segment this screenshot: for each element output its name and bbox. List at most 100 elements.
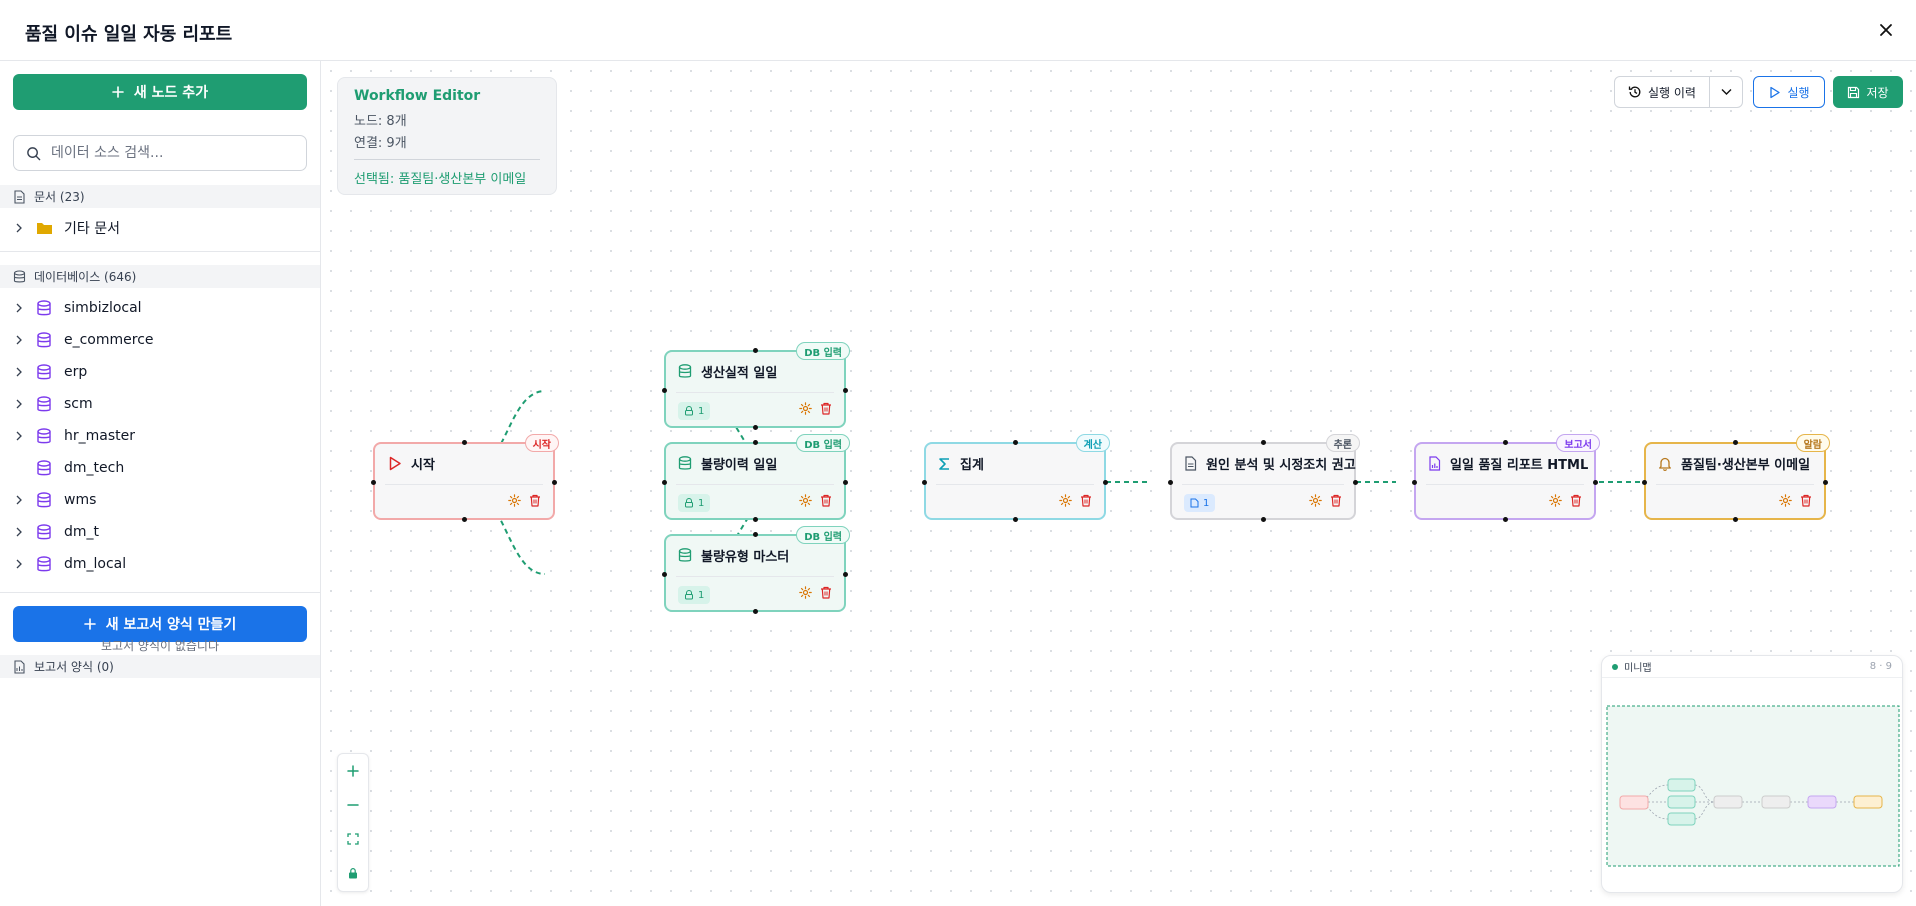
history-button[interactable]: 실행 이력 [1614,76,1710,108]
chevron-right-icon[interactable] [12,399,26,409]
new-report-button[interactable]: 새 보고서 양식 만들기 [13,606,307,642]
trash-icon[interactable] [1330,494,1342,507]
minimap-view [1606,705,1900,867]
input-handle[interactable] [1412,480,1417,485]
chevron-right-icon[interactable] [12,367,26,377]
top-handle[interactable] [753,348,758,353]
chevron-right-icon[interactable] [12,527,26,537]
input-handle[interactable] [922,480,927,485]
output-handle[interactable] [1593,480,1598,485]
zoom-out-button[interactable] [338,788,368,822]
top-handle[interactable] [1261,440,1266,445]
output-handle[interactable] [843,480,848,485]
minimap-count: 8 · 9 [1869,661,1892,672]
input-handle[interactable] [371,480,376,485]
search-box[interactable] [13,135,307,171]
node-label: 일일 품질 리포트 HTML [1450,458,1589,473]
input-handle[interactable] [662,388,667,393]
database-item-scm[interactable]: scm [0,389,320,419]
fit-view-button[interactable] [338,822,368,856]
settings-icon[interactable] [1059,494,1072,507]
save-button[interactable]: 저장 [1833,76,1903,108]
database-item-e_commerce[interactable]: e_commerce [0,325,320,355]
output-handle[interactable] [1353,480,1358,485]
zoom-in-button[interactable] [338,754,368,788]
bottom-handle[interactable] [1503,517,1508,522]
trash-icon[interactable] [820,494,832,507]
chevron-right-icon[interactable] [12,223,26,233]
chevron-right-icon[interactable] [12,431,26,441]
bottom-handle[interactable] [753,609,758,614]
database-item-wms[interactable]: wms [0,485,320,515]
bottom-handle[interactable] [1733,517,1738,522]
search-input[interactable] [51,145,291,161]
database-item-simbizlocal[interactable]: simbizlocal [0,293,320,323]
minimap[interactable]: 미니맵 8 · 9 [1601,655,1903,893]
trash-icon[interactable] [529,494,541,507]
lock-button[interactable] [338,856,368,890]
bottom-handle[interactable] [1013,517,1018,522]
output-handle[interactable] [552,480,557,485]
chevron-right-icon[interactable] [12,303,26,313]
top-handle[interactable] [1733,440,1738,445]
bottom-handle[interactable] [462,517,467,522]
settings-icon[interactable] [1309,494,1322,507]
database-label: dm_local [64,556,127,572]
settings-icon[interactable] [1549,494,1562,507]
top-handle[interactable] [462,440,467,445]
settings-icon[interactable] [799,494,812,507]
database-item-dm_local[interactable]: dm_local [0,549,320,579]
history-dropdown-button[interactable] [1710,76,1743,108]
trash-icon[interactable] [1570,494,1582,507]
node-header: 집계 [938,454,984,473]
top-handle[interactable] [753,440,758,445]
add-node-button[interactable]: 새 노드 추가 [13,74,307,110]
database-item-dm_tech[interactable]: dm_tech [0,453,320,483]
top-handle[interactable] [1013,440,1018,445]
node-divider [1656,484,1814,485]
chevron-right-icon[interactable] [12,495,26,505]
chevron-right-icon[interactable] [12,335,26,345]
workflow-canvas[interactable]: Workflow Editor 노드: 8개 연결: 9개 선택됨: 품질팀·생… [321,61,1916,906]
chevron-right-icon[interactable] [12,559,26,569]
settings-icon[interactable] [799,586,812,599]
settings-icon[interactable] [508,494,521,507]
input-handle[interactable] [1168,480,1173,485]
database-item-dm_t[interactable]: dm_t [0,517,320,547]
bottom-handle[interactable] [753,425,758,430]
top-handle[interactable] [1503,440,1508,445]
info-divider [354,159,540,160]
input-handle[interactable] [662,480,667,485]
bottom-handle[interactable] [1261,517,1266,522]
output-handle[interactable] [843,388,848,393]
bottom-handle[interactable] [753,517,758,522]
input-handle[interactable] [662,572,667,577]
folder-item[interactable]: 기타 문서 [0,213,320,243]
trash-icon[interactable] [820,586,832,599]
trash-icon[interactable] [1800,494,1812,507]
bell-icon [1658,456,1672,471]
output-handle[interactable] [1823,480,1828,485]
database-item-hr_master[interactable]: hr_master [0,421,320,451]
output-handle[interactable] [1103,480,1108,485]
database-item-erp[interactable]: erp [0,357,320,387]
trash-icon[interactable] [1080,494,1092,507]
input-handle[interactable] [1642,480,1647,485]
info-selected: 선택됨: 품질팀·생산본부 이메일 [354,172,527,187]
output-handle[interactable] [843,572,848,577]
node-actions [1549,494,1582,507]
close-button[interactable] [1874,18,1898,42]
trash-icon[interactable] [820,402,832,415]
run-button[interactable]: 실행 [1753,76,1825,108]
top-handle[interactable] [753,532,758,537]
settings-icon[interactable] [799,402,812,415]
settings-icon[interactable] [1779,494,1792,507]
